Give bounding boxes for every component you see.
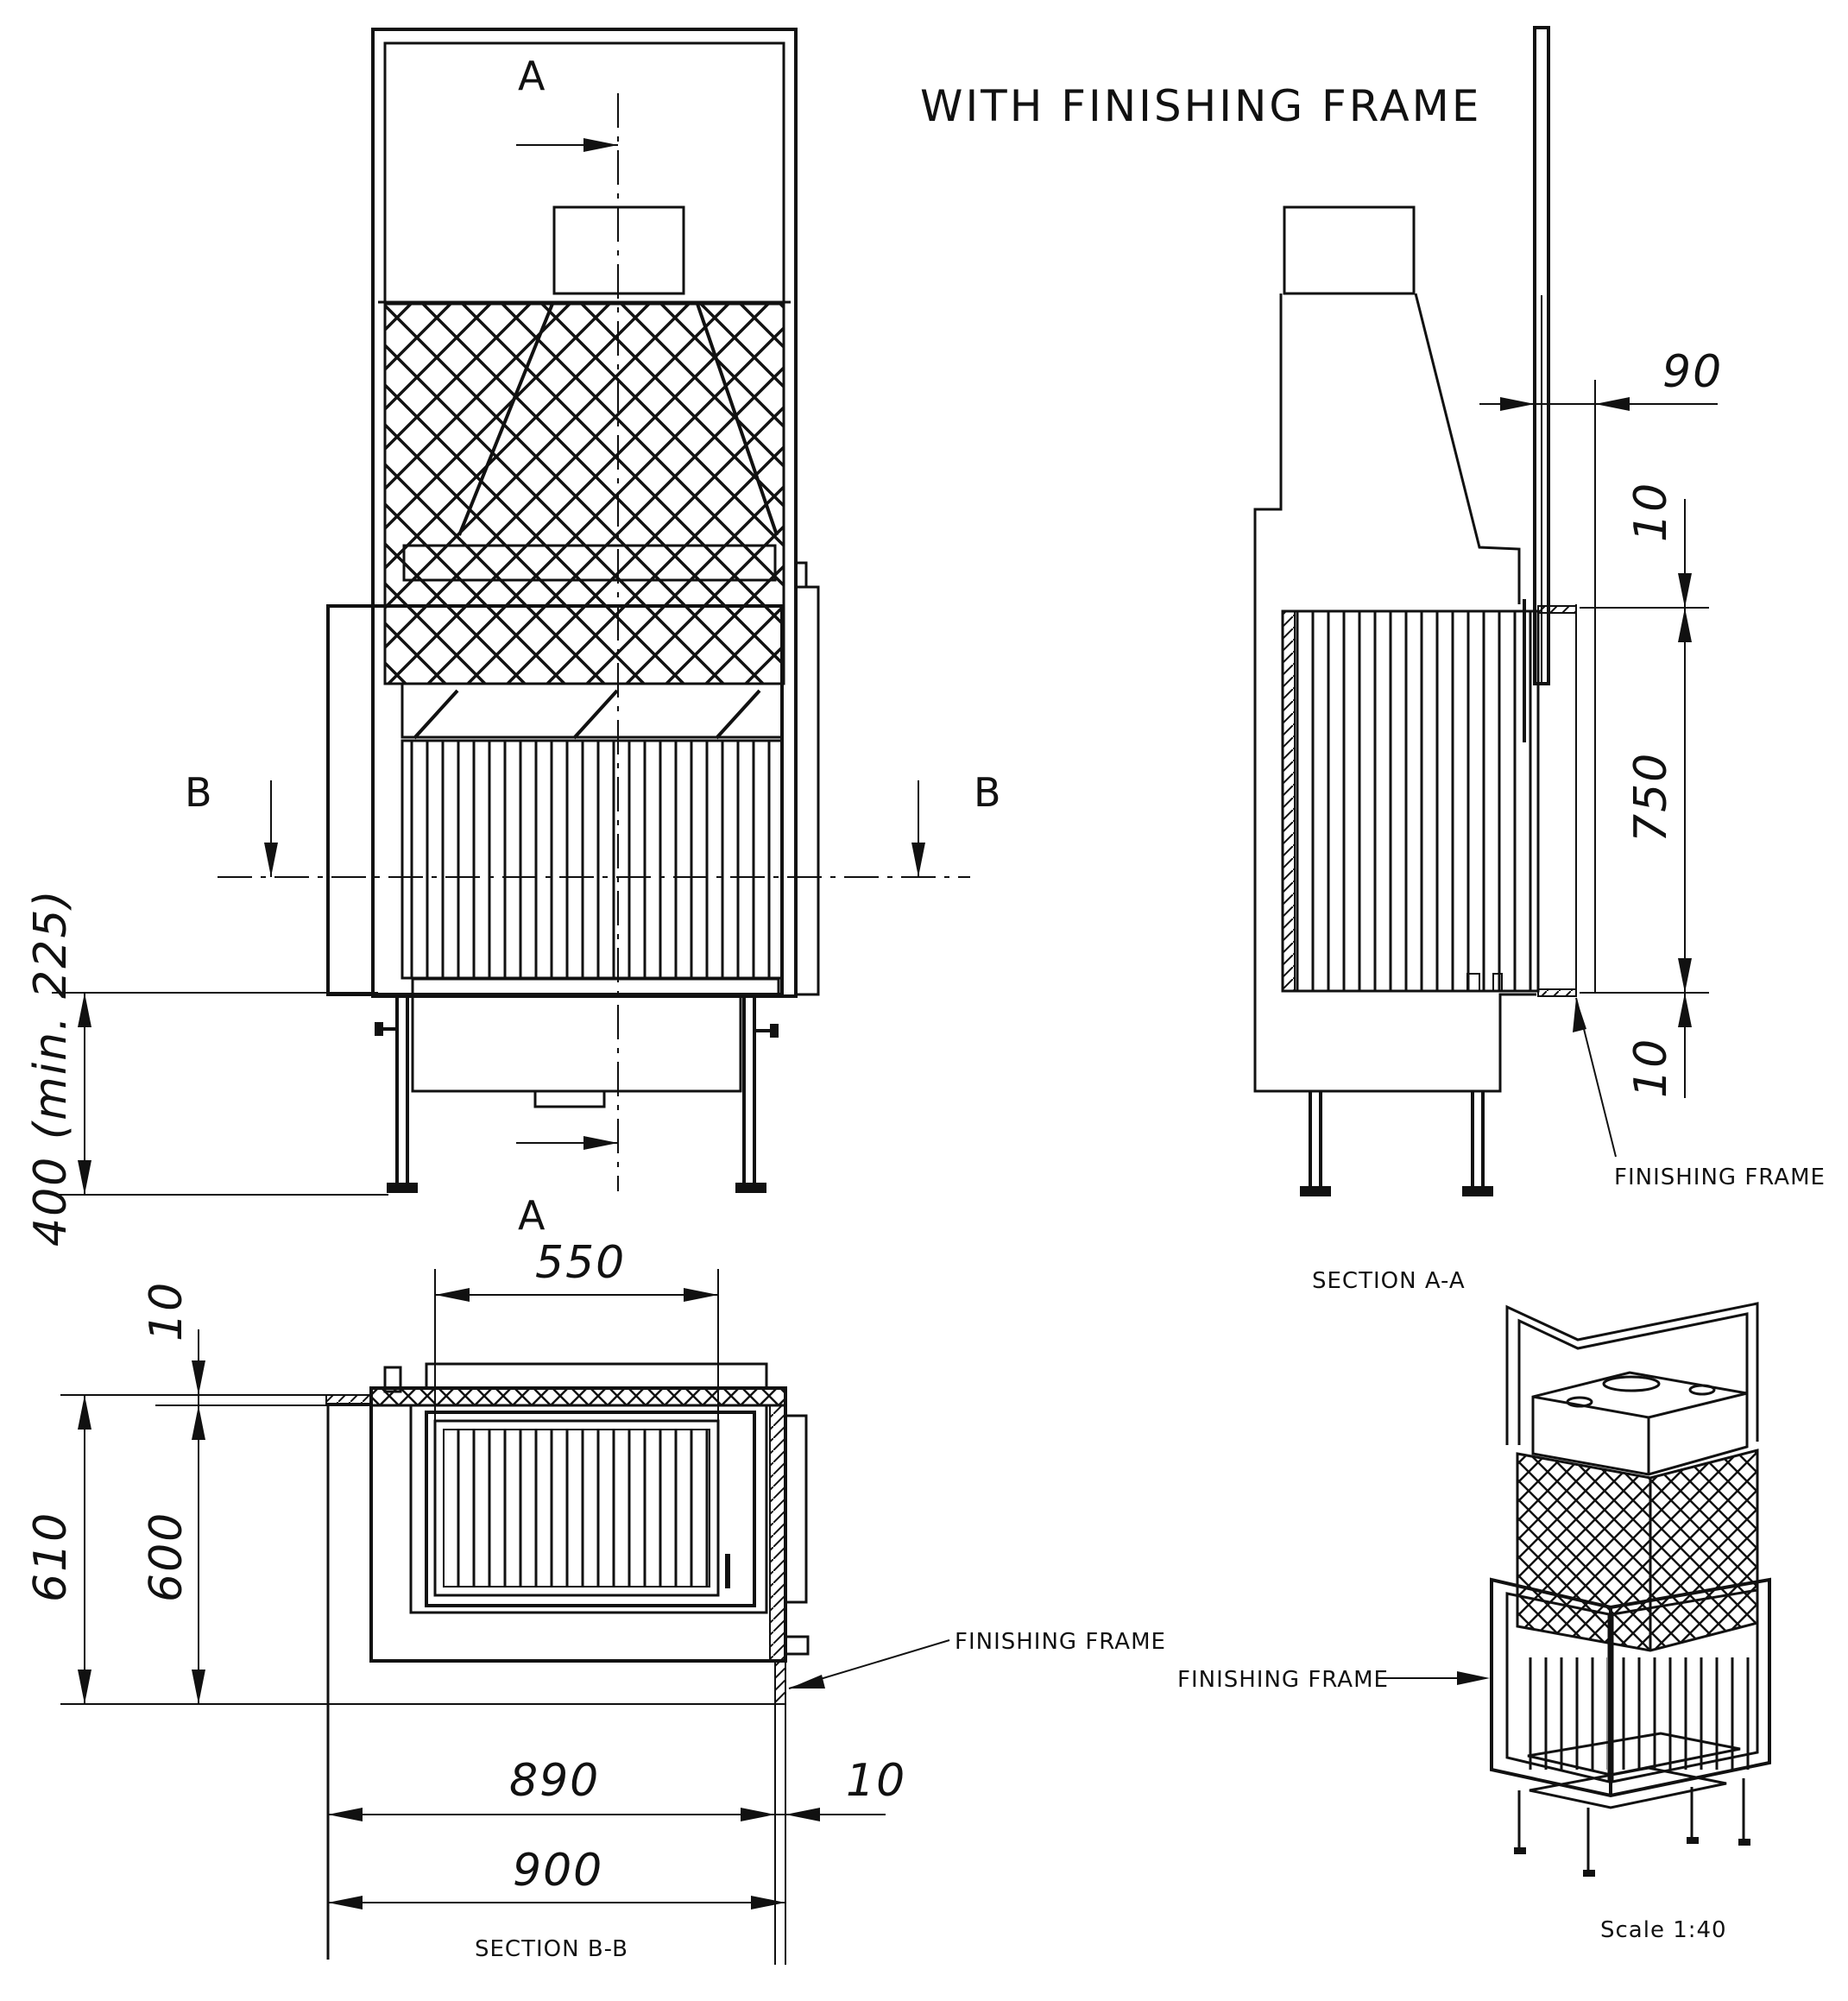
- dim-side-10-bottom: 10: [1625, 1038, 1677, 1098]
- section-label-b-right: B: [974, 769, 1001, 816]
- front-view: A A B B 400 (min. 225): [25, 28, 1001, 1247]
- view-label-section-bb: SECTION B-B: [475, 1936, 628, 1962]
- view-label-section-aa: SECTION A-A: [1312, 1268, 1466, 1294]
- dim-plan-890: 890: [509, 1755, 600, 1807]
- dim-plan-550: 550: [535, 1237, 626, 1289]
- drawing-title: WITH FINISHING FRAME: [920, 81, 1481, 131]
- scale-label: Scale 1:40: [1600, 1917, 1727, 1943]
- section-label-b-left: B: [185, 769, 212, 816]
- dim-side-750: 750: [1625, 752, 1677, 843]
- callout-frame-3d: FINISHING FRAME: [1177, 1667, 1389, 1693]
- isometric-view: FINISHING FRAME Scale 1:40: [1177, 1302, 1771, 1943]
- section-aa-view: 90 10 750 10 FINISHING FRAME SECTION A-A: [1253, 26, 1826, 1294]
- section-label-a-bottom: A: [518, 1192, 546, 1239]
- dim-side-90: 90: [1662, 346, 1723, 398]
- callout-frame-aa: FINISHING FRAME: [1614, 1165, 1826, 1190]
- dim-plan-610: 610: [25, 1512, 77, 1602]
- dim-height-front: 400 (min. 225): [25, 888, 77, 1247]
- section-bb-view: 550 10 600 610 890 10 900 FINISHING FRAM…: [25, 1237, 1166, 1965]
- dim-plan-10: 10: [141, 1281, 192, 1341]
- callout-frame-bb: FINISHING FRAME: [955, 1629, 1166, 1655]
- dim-plan-10-right: 10: [846, 1755, 906, 1807]
- section-label-a-top: A: [518, 53, 546, 99]
- dim-plan-900: 900: [513, 1845, 603, 1897]
- dim-side-10-top: 10: [1625, 482, 1677, 542]
- dim-plan-600: 600: [141, 1512, 192, 1602]
